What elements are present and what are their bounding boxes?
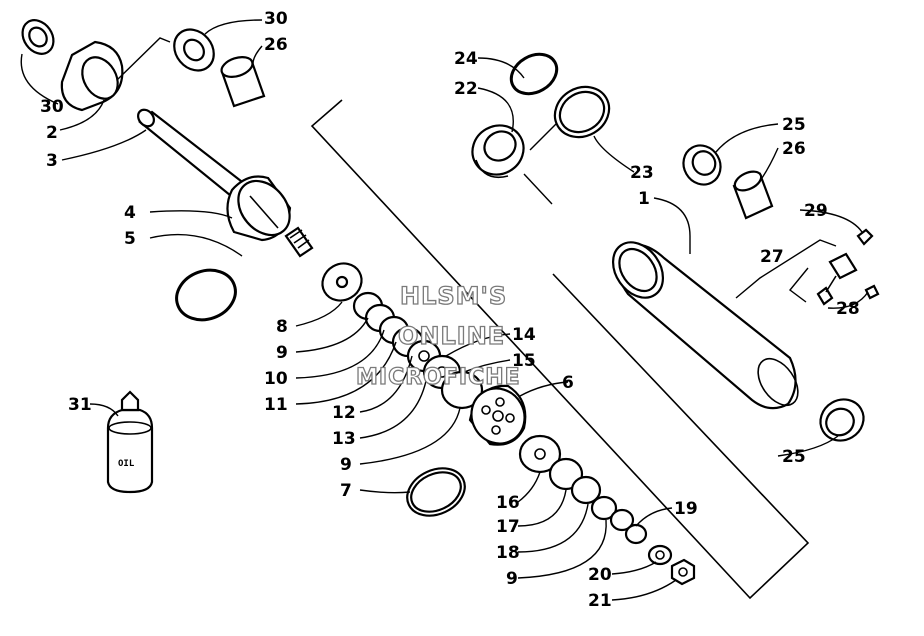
callout-6: 6	[562, 373, 574, 393]
watermark-line-1: HLSM'S	[400, 282, 507, 310]
seal-ring-23	[553, 85, 611, 139]
callout-22: 22	[454, 79, 478, 99]
shim-stack	[352, 291, 484, 410]
shock-shaft-3	[137, 108, 252, 202]
callout-3: 3	[46, 151, 58, 171]
callout-1: 1	[638, 189, 650, 209]
callout-14: 14	[512, 325, 536, 345]
nut-21	[670, 558, 696, 586]
valve-fitting-27	[816, 252, 858, 306]
screw-29	[856, 228, 874, 246]
shaft-eyelet-2	[60, 40, 124, 112]
callout-13: 13	[332, 429, 356, 449]
callout-30-top: 30	[264, 9, 288, 29]
callout-9-a: 9	[276, 343, 288, 363]
bushing-25-lower	[819, 398, 865, 442]
callout-31: 31	[68, 395, 92, 415]
watermark-line-3: MICROFICHE	[356, 365, 521, 390]
bushing-30-upper-left	[21, 19, 55, 55]
o-ring-24	[509, 52, 559, 96]
watermark-line-2: ONLINE	[398, 322, 505, 350]
callout-5: 5	[124, 229, 136, 249]
piston-housing-4	[226, 175, 292, 242]
shock-body-1	[611, 241, 799, 410]
callout-26-right: 26	[782, 139, 806, 159]
callout-18: 18	[496, 543, 520, 563]
washer-8	[321, 262, 363, 302]
callout-9-c: 9	[506, 569, 518, 589]
bottle-label: OIL	[118, 459, 135, 469]
piston-band-7	[406, 467, 466, 517]
callout-7: 7	[340, 481, 352, 501]
sleeve-26-upper	[220, 56, 266, 108]
callout-29: 29	[804, 201, 828, 221]
callout-20: 20	[588, 565, 612, 585]
end-cap-22	[471, 124, 525, 179]
callout-25-bottom: 25	[782, 447, 806, 467]
threaded-stud	[284, 226, 314, 258]
callout-21: 21	[588, 591, 612, 611]
callout-27: 27	[760, 247, 784, 267]
callout-25-top: 25	[782, 115, 806, 135]
callout-17: 17	[496, 517, 520, 537]
callout-15: 15	[512, 351, 536, 371]
callout-9-b: 9	[340, 455, 352, 475]
callout-28: 28	[836, 299, 860, 319]
washer-stack-16-18	[518, 434, 648, 545]
washer-20	[647, 544, 673, 566]
leader-lines	[20, 19, 869, 601]
leader-2-to-30	[116, 37, 171, 81]
callout-30-left: 30	[40, 97, 64, 117]
callout-23: 23	[630, 163, 654, 183]
piston-6	[468, 384, 527, 446]
oil-bottle-31: OIL	[106, 390, 154, 494]
callout-8: 8	[276, 317, 288, 337]
callout-10: 10	[264, 369, 288, 389]
group-enclosure-outline	[310, 99, 810, 600]
callouts: 30 26 30 2 3 4 5 8 9 10 11 12 13 9 14 15…	[40, 9, 860, 611]
callout-11: 11	[264, 395, 288, 415]
callout-16: 16	[496, 493, 520, 513]
screw-28	[864, 284, 880, 300]
callout-12: 12	[332, 403, 356, 423]
leader-27-lower	[788, 267, 809, 303]
callout-26-top: 26	[264, 35, 288, 55]
bushing-30-upper-right	[173, 28, 215, 72]
callout-4: 4	[124, 203, 136, 223]
leader-27-bracket	[735, 239, 837, 299]
watermark: HLSM'S ONLINE MICROFICHE	[355, 281, 521, 390]
o-ring-5	[175, 268, 237, 322]
callout-19: 19	[674, 499, 698, 519]
callout-2: 2	[46, 123, 58, 143]
sleeve-26-right	[732, 170, 774, 220]
bushing-25-upper	[682, 144, 722, 186]
callout-24: 24	[454, 49, 478, 69]
